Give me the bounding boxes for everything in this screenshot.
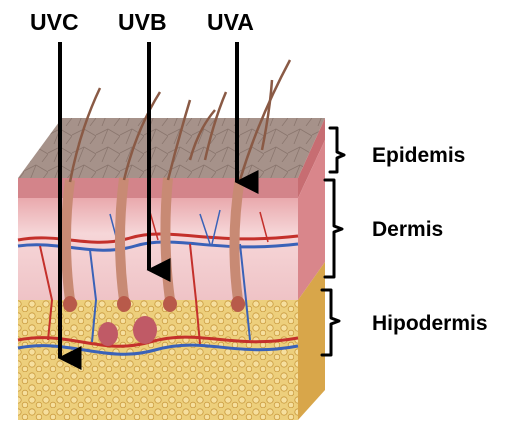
layer-brackets bbox=[322, 128, 344, 355]
dermis-label: Dermis bbox=[372, 219, 443, 240]
uva-label: UVA bbox=[207, 11, 254, 34]
hypodermis-label: Hipodermis bbox=[372, 313, 488, 334]
dermis-bracket bbox=[325, 180, 342, 277]
uvc-label: UVC bbox=[30, 11, 79, 34]
epidermis-label: Epidemis bbox=[372, 145, 465, 166]
uvb-label: UVB bbox=[118, 11, 167, 34]
epidermis-bracket bbox=[330, 128, 344, 172]
